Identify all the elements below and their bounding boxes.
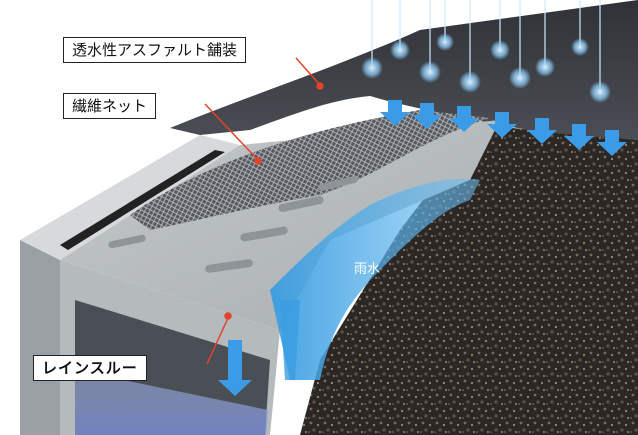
asphalt-surface (170, 0, 638, 140)
grating-cover (60, 120, 500, 330)
net-label: 繊維ネット (63, 93, 157, 119)
collected-water (75, 370, 268, 435)
drain-slots (108, 175, 358, 273)
asphalt-label: 透水性アスファルト舗装 (63, 37, 247, 63)
concrete-wall-front (20, 240, 60, 435)
leader-lines (204, 57, 324, 365)
ledge-groove (60, 150, 225, 250)
rain-label: 雨水 (354, 262, 381, 277)
rain-streaks (371, 0, 601, 90)
drain-arrow (218, 340, 252, 396)
concrete-ledge (20, 135, 240, 260)
rain-splashes (361, 33, 611, 103)
rain-through-label: レインスルー (33, 355, 147, 381)
water-drop-sheet (280, 300, 300, 380)
water-flow (270, 178, 480, 380)
gravel-base (300, 125, 638, 435)
infiltration-arrows (380, 100, 627, 156)
fiber-net (130, 110, 490, 230)
